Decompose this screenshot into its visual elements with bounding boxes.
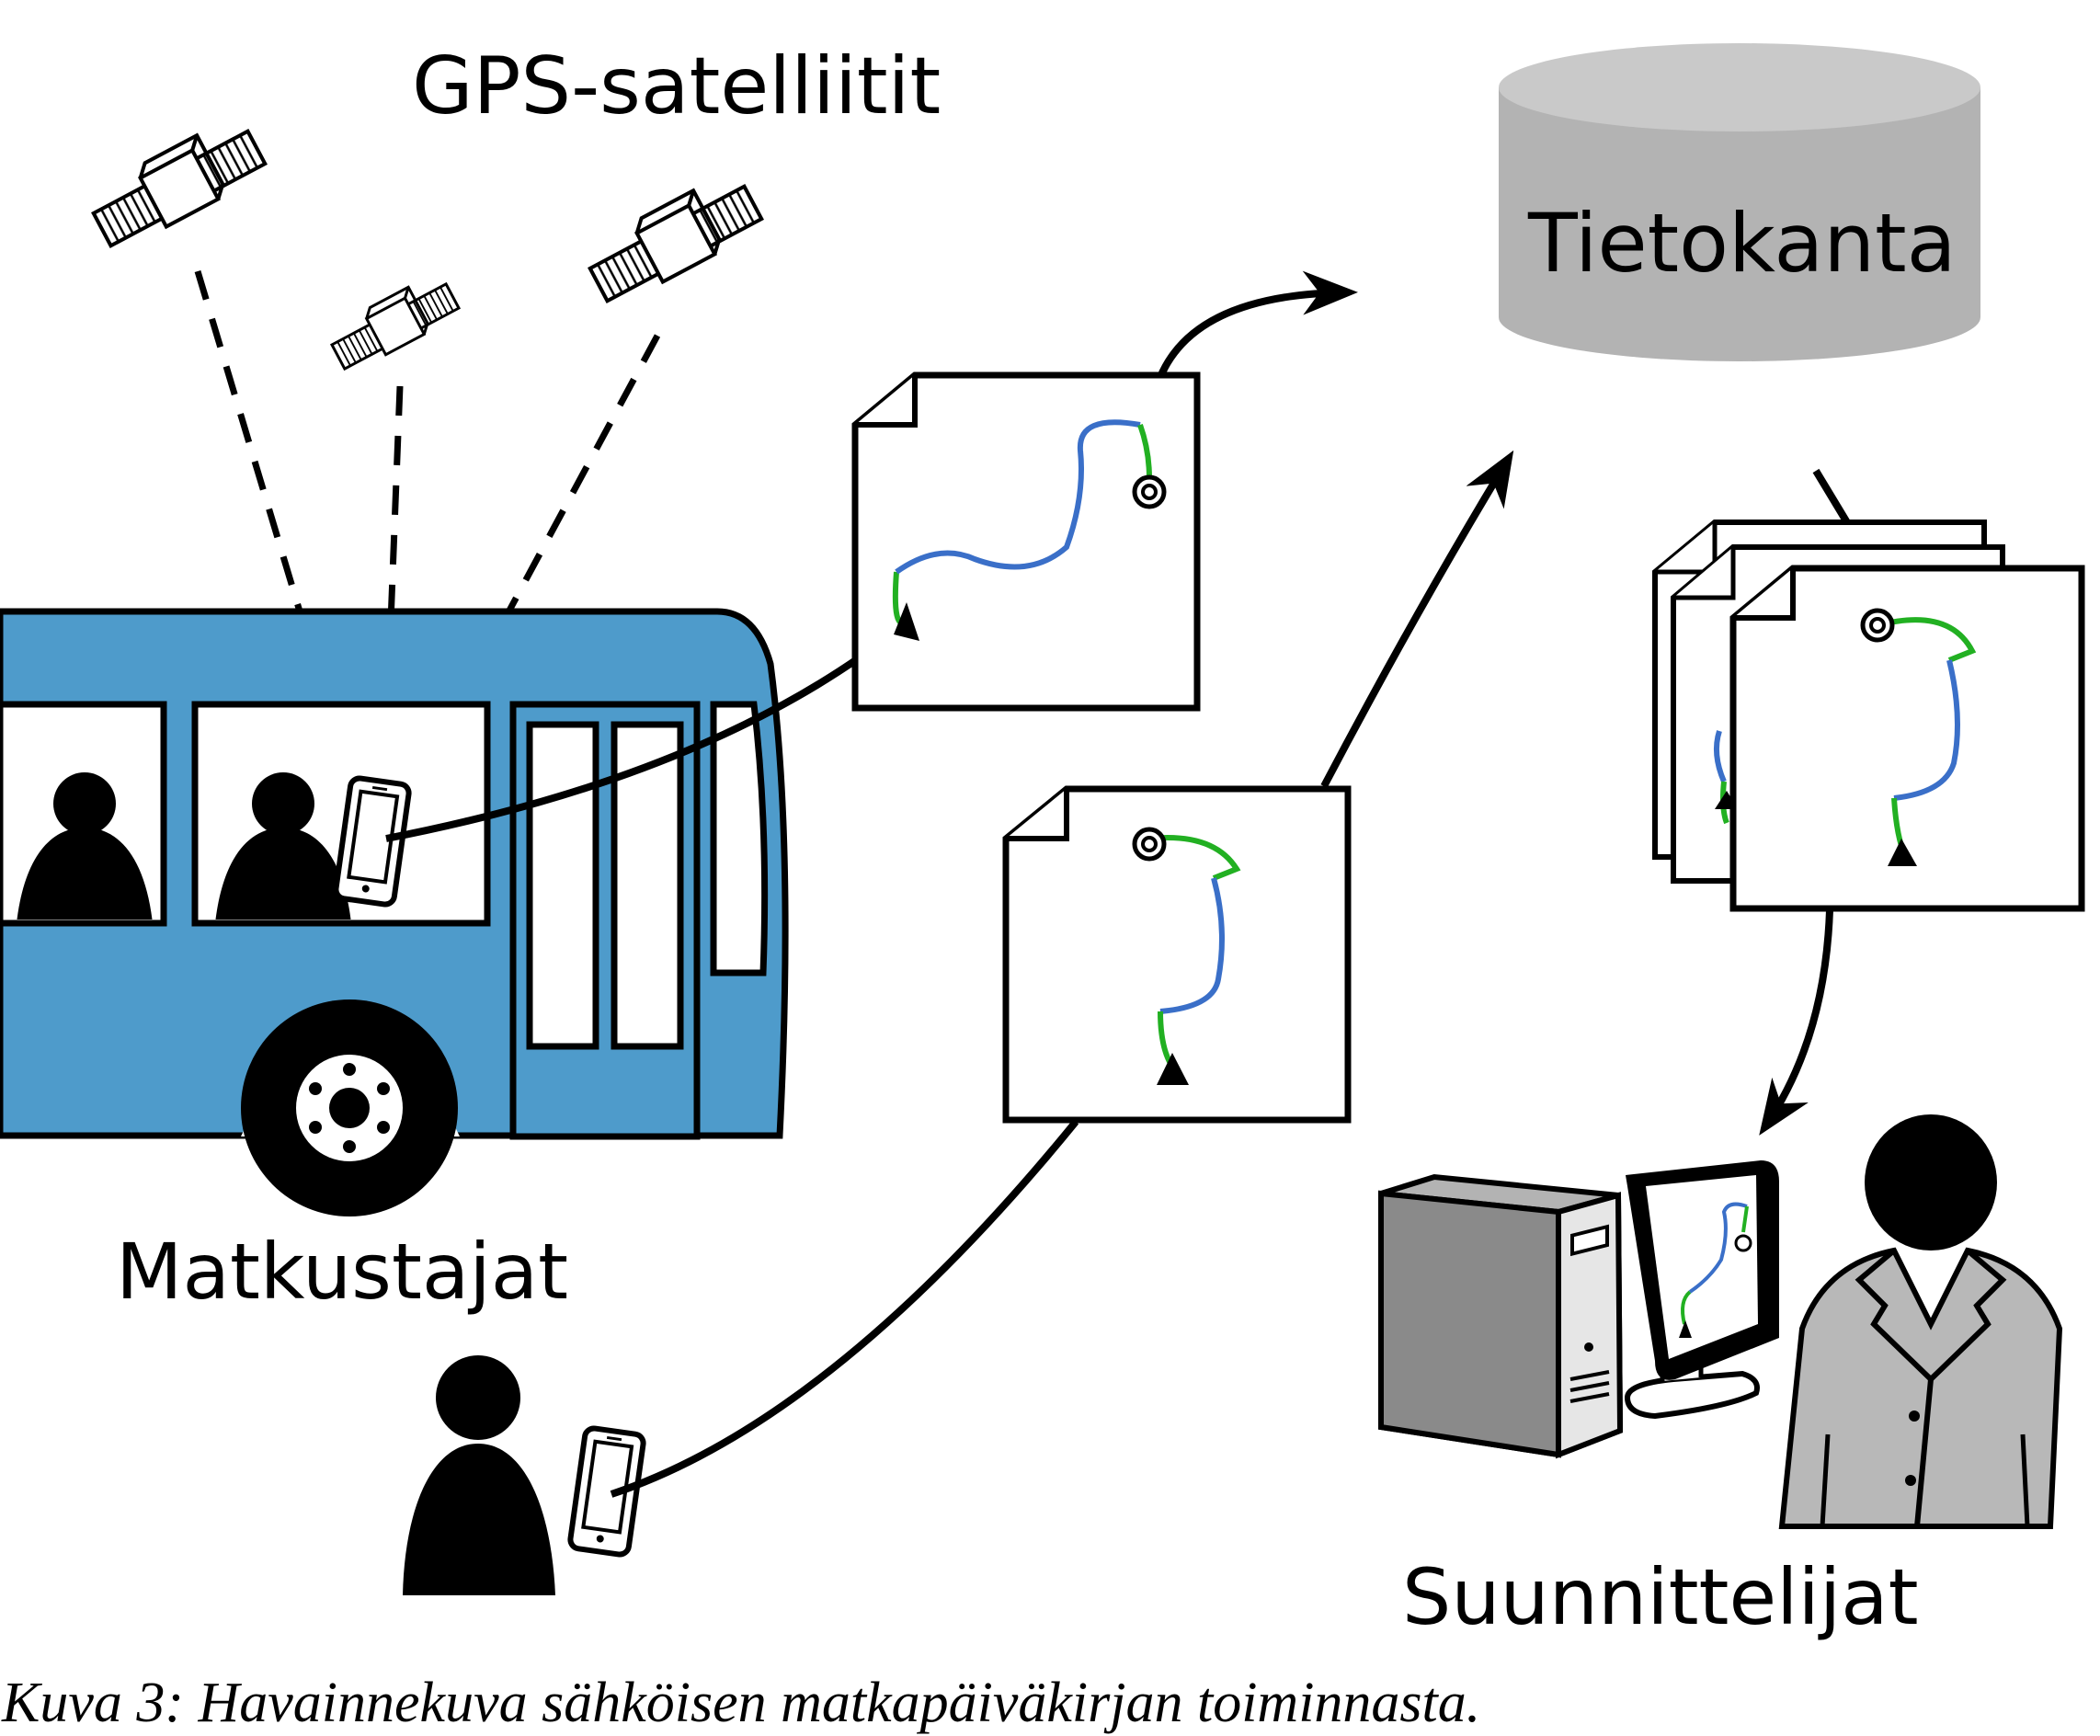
- computer-icon: [1378, 1173, 1624, 1459]
- planners-label: Suunnittelijat: [1402, 1552, 1919, 1642]
- satellite-icon: [323, 269, 463, 377]
- planner-icon: [1778, 1114, 2063, 1529]
- figure-caption: Kuva 3: Havainnekuva sähköisen matkapäiv…: [1, 1672, 1480, 1734]
- smartphone-icon: [569, 1427, 645, 1556]
- database-icon: [1499, 43, 1980, 361]
- person-icon: [403, 1355, 555, 1595]
- computer-icon: [1624, 1160, 1779, 1420]
- passengers-label: Matkustajat: [116, 1227, 568, 1317]
- database-label: Tietokanta: [1527, 196, 1957, 291]
- flow-arrows: [385, 270, 1852, 1498]
- trip-document-icon: [851, 371, 1201, 712]
- trip-document-icon: [1729, 565, 2085, 912]
- trip-document-icon: [1002, 785, 1352, 1124]
- satellites-label: GPS-satelliitit: [412, 40, 941, 132]
- satellite-icon: [580, 168, 766, 309]
- satellite-icon: [84, 113, 269, 254]
- bus-icon: [0, 608, 789, 1216]
